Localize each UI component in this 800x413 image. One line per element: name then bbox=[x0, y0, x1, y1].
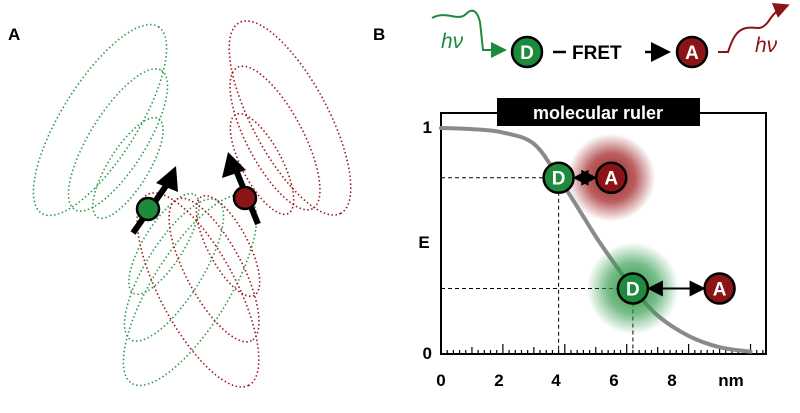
incoming-photon-label: hν bbox=[441, 30, 464, 53]
x-tick-label: 0 bbox=[436, 371, 445, 390]
donor-circle bbox=[616, 272, 650, 305]
scheme-acceptor-label: A bbox=[685, 43, 699, 64]
plot-title-box bbox=[497, 98, 700, 126]
y-axis-label: E bbox=[418, 233, 429, 252]
acceptor-field-line bbox=[229, 112, 295, 216]
acceptor-field-line bbox=[195, 194, 261, 298]
donor-dipole-arrowhead bbox=[156, 166, 178, 192]
plot-title: molecular ruler bbox=[533, 103, 663, 123]
panel-a-label: A bbox=[8, 25, 20, 44]
acceptor-field-line bbox=[228, 20, 352, 216]
x-tick-label: 4 bbox=[551, 371, 561, 390]
acceptor-label: A bbox=[713, 279, 727, 300]
efficiency-curve bbox=[439, 126, 753, 354]
donor-dipole bbox=[130, 166, 178, 235]
donor-circle bbox=[542, 161, 575, 194]
x-tick-label: 2 bbox=[494, 371, 503, 390]
emitted-photon-wave bbox=[718, 3, 790, 53]
scheme-donor-circle bbox=[510, 35, 544, 69]
panel-b-label: B bbox=[373, 25, 385, 44]
donor-field-line bbox=[128, 192, 200, 296]
donor-molecule bbox=[135, 196, 161, 222]
x-axis-unit: nm bbox=[718, 371, 744, 390]
acceptor-circle bbox=[703, 272, 736, 305]
dipole-field-lines bbox=[32, 20, 352, 388]
donor-field-line bbox=[92, 116, 164, 220]
fret-label: FRET bbox=[572, 43, 622, 64]
scheme-acceptor-circle bbox=[675, 35, 709, 69]
donor-label: D bbox=[552, 169, 566, 190]
y-tick-label: 0 bbox=[423, 344, 432, 363]
donor-label: D bbox=[626, 279, 640, 300]
acceptor-label: A bbox=[604, 169, 618, 190]
acceptor-dipole-arrowhead bbox=[222, 152, 246, 178]
donor-field-line bbox=[67, 68, 169, 212]
donor-field-line bbox=[123, 198, 225, 342]
emitted-photon-label: hν bbox=[755, 34, 778, 57]
acceptor-molecule bbox=[232, 185, 258, 211]
acceptor-field-line bbox=[168, 197, 260, 343]
y-tick-label: 1 bbox=[423, 118, 432, 137]
acceptor-field-line bbox=[136, 192, 260, 388]
donor-field-line bbox=[32, 23, 168, 217]
acceptor-circle bbox=[594, 161, 628, 194]
scheme-donor-label: D bbox=[520, 43, 534, 64]
acceptor-dipole bbox=[222, 152, 261, 226]
incoming-photon-wave bbox=[431, 9, 507, 58]
x-tick-label: 6 bbox=[609, 371, 618, 390]
fret-scheme: hν D FRET A hν bbox=[431, 3, 790, 69]
x-tick-label: 8 bbox=[667, 371, 676, 390]
